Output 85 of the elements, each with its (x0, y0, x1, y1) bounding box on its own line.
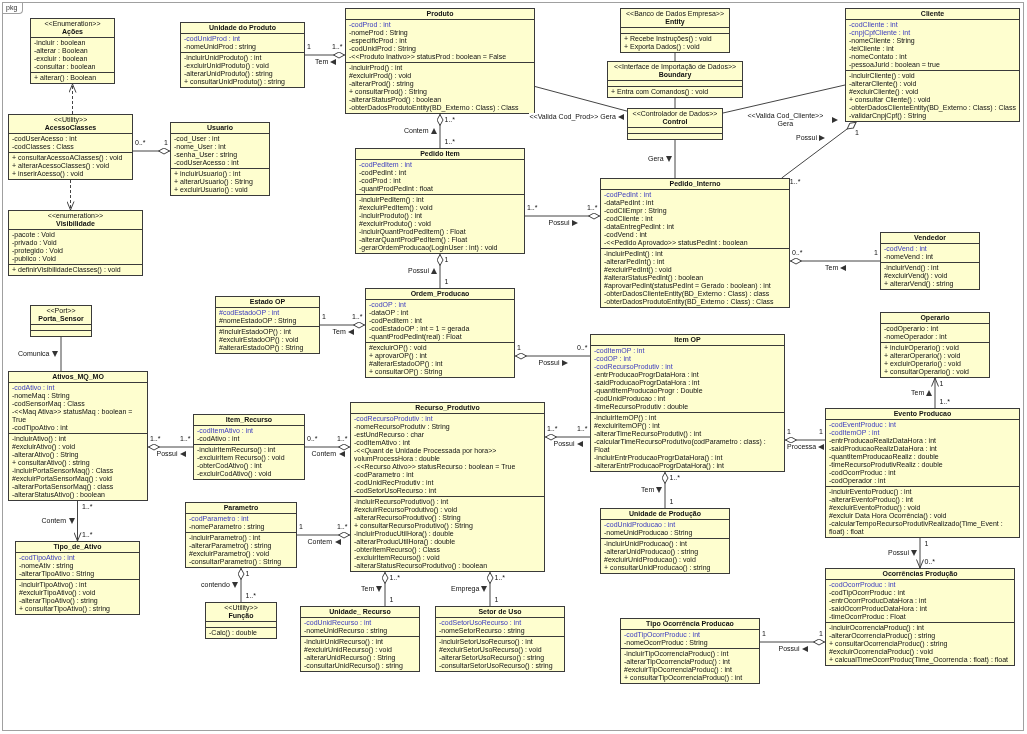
class-box (8, 371, 148, 501)
class-box (590, 334, 785, 472)
direction-arrow (911, 550, 917, 556)
association-line (722, 84, 846, 114)
class-box (600, 178, 790, 308)
association-line (534, 86, 628, 112)
aggregation-line (784, 436, 826, 444)
aggregation-line (781, 121, 857, 179)
aggregation-line (296, 531, 351, 539)
class-box (215, 296, 320, 354)
direction-arrow (334, 539, 341, 545)
direction-arrow (338, 451, 345, 457)
aggregation-line (436, 113, 444, 149)
class-box (300, 606, 420, 672)
class-box (8, 210, 143, 276)
class-box (30, 18, 115, 84)
direction-arrow (347, 329, 354, 335)
dependency-arrow (68, 83, 77, 115)
direction-arrow (431, 268, 437, 274)
class-box (355, 148, 525, 254)
class-box (620, 618, 760, 684)
dependency-arrow (66, 179, 75, 211)
arrow (931, 377, 939, 409)
class-box (880, 232, 980, 290)
direction-arrow (818, 444, 824, 450)
arrow (73, 500, 82, 542)
aggregation-line (759, 638, 826, 646)
arrow (916, 537, 924, 569)
direction-arrow (330, 59, 336, 65)
aggregation-line (237, 567, 245, 603)
direction-arrow (801, 646, 808, 652)
direction-arrow (617, 114, 624, 121)
aggregation-line (789, 257, 881, 265)
direction-arrow (666, 156, 672, 162)
class-box (15, 541, 140, 615)
direction-arrow (840, 265, 846, 271)
aggregation-line (381, 571, 389, 607)
class-box (170, 122, 270, 196)
direction-arrow (232, 582, 238, 588)
association-line (674, 97, 676, 109)
class-box (365, 288, 515, 378)
direction-arrow (561, 360, 568, 366)
aggregation-line (319, 321, 366, 329)
class-box (8, 114, 133, 180)
aggregation-line (661, 471, 669, 509)
class-box (600, 508, 730, 574)
class-box (205, 602, 277, 639)
class-box (627, 108, 723, 140)
aggregation-line (544, 433, 591, 441)
direction-arrow (68, 518, 75, 524)
aggregation-line (514, 352, 591, 360)
direction-arrow (52, 351, 58, 357)
class-box (185, 502, 297, 568)
direction-arrow (481, 586, 487, 592)
direction-arrow (376, 586, 382, 592)
association-line (674, 52, 676, 62)
class-box (825, 408, 1020, 538)
direction-arrow (576, 441, 583, 447)
class-box (845, 8, 1020, 122)
class-box (880, 312, 990, 378)
direction-arrow (656, 487, 662, 493)
association-line (60, 336, 62, 372)
class-box (193, 414, 305, 480)
aggregation-line (486, 571, 494, 607)
direction-arrow (431, 128, 437, 134)
direction-arrow (179, 451, 186, 457)
aggregation-line (304, 51, 346, 59)
class-box (607, 61, 743, 98)
association-line (674, 139, 676, 179)
class-box (825, 568, 1015, 666)
direction-arrow (832, 117, 839, 124)
direction-arrow (571, 220, 578, 226)
aggregation-line (304, 443, 351, 451)
class-box (620, 8, 730, 53)
class-box (350, 402, 545, 572)
aggregation-line (524, 212, 601, 220)
aggregation-line (132, 147, 171, 155)
class-box (180, 22, 305, 88)
aggregation-line (147, 443, 194, 451)
class-box (345, 8, 535, 114)
direction-arrow (818, 134, 825, 141)
class-box (30, 305, 92, 337)
aggregation-line (436, 253, 444, 289)
direction-arrow (926, 390, 932, 396)
class-box (435, 606, 565, 672)
